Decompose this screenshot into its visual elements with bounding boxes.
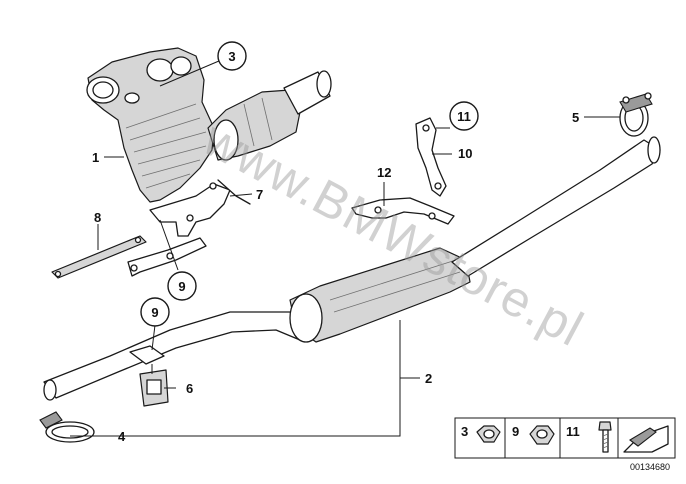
callout-8: 8 xyxy=(94,210,101,225)
fastener-legend: 3 9 11 xyxy=(454,417,676,459)
legend-collar-nut-item: 9 xyxy=(512,424,555,445)
callout-7: 7 xyxy=(256,187,263,202)
rubber-mount-part-6[interactable] xyxy=(129,345,169,407)
clamp-part-4[interactable] xyxy=(39,411,95,443)
callout-5: 5 xyxy=(572,110,579,125)
callout-9-lower: 9 xyxy=(140,297,170,327)
callout-3: 3 xyxy=(217,41,247,71)
callout-1: 1 xyxy=(92,150,99,165)
svg-text:3: 3 xyxy=(461,424,468,439)
catalytic-converter-part-1[interactable] xyxy=(86,47,332,203)
support-bracket[interactable] xyxy=(127,237,207,277)
callout-2: 2 xyxy=(425,371,432,386)
arrow-icon xyxy=(623,425,669,453)
clamp-part-5[interactable] xyxy=(619,92,653,137)
svg-text:11: 11 xyxy=(457,109,471,124)
svg-text:9: 9 xyxy=(151,305,158,320)
legend-bolt-item: 11 xyxy=(566,421,612,453)
exhaust-pipe-part-2[interactable] xyxy=(43,136,661,401)
bracket-part-12[interactable] xyxy=(351,197,455,225)
callout-4: 4 xyxy=(118,429,126,444)
svg-text:9: 9 xyxy=(178,279,185,294)
bracket-part-7[interactable] xyxy=(149,179,251,237)
holder-strip-part-8[interactable] xyxy=(51,235,147,279)
svg-text:3: 3 xyxy=(228,49,235,64)
hanger-part-10[interactable] xyxy=(415,117,447,197)
legend-nut-item: 3 xyxy=(461,424,501,443)
callout-11: 11 xyxy=(449,101,479,131)
svg-text:9: 9 xyxy=(512,424,519,439)
callout-10: 10 xyxy=(458,146,472,161)
callout-6: 6 xyxy=(186,381,193,396)
callout-9-upper: 9 xyxy=(167,271,197,301)
callout-12: 12 xyxy=(377,165,391,180)
diagram-code: 00134680 xyxy=(630,462,670,472)
svg-text:11: 11 xyxy=(566,424,580,439)
